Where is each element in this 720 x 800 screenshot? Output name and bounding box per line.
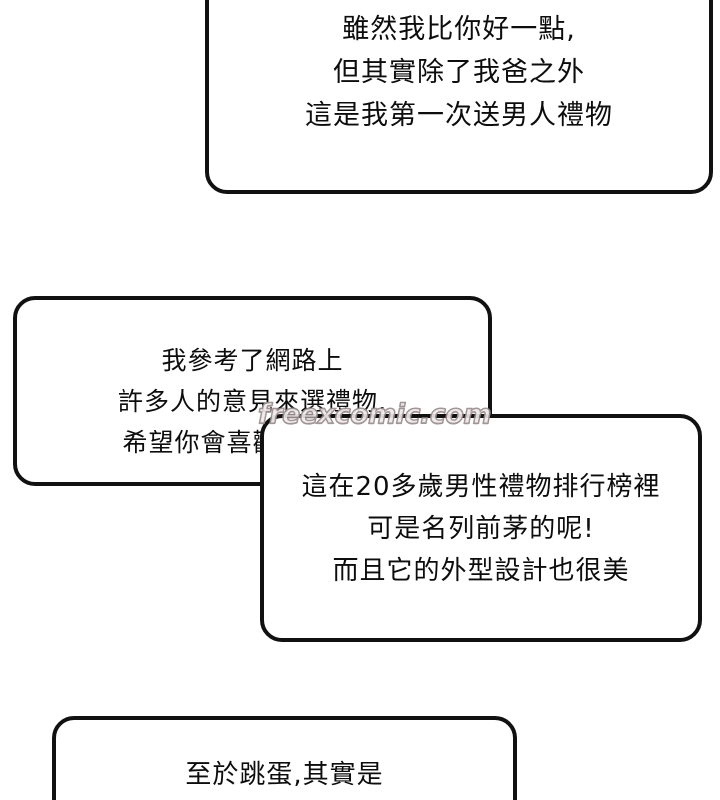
speech-bubble-3: 這在20多歲男性禮物排行榜裡 可是名列前茅的呢! 而且它的外型設計也很美	[260, 414, 702, 642]
speech-line: 雖然我比你好一點,	[342, 14, 576, 45]
speech-line: 可是名列前茅的呢!	[367, 514, 595, 544]
speech-bubble-1-text: 雖然我比你好一點, 但其實除了我爸之外 這是我第一次送男人禮物	[209, 8, 709, 137]
speech-bubble-3-text: 這在20多歲男性禮物排行榜裡 可是名列前茅的呢! 而且它的外型設計也很美	[264, 466, 698, 592]
speech-line: 但其實除了我爸之外	[333, 57, 585, 88]
speech-line: 至於跳蛋,其實是	[185, 760, 384, 790]
speech-line: 這在20多歲男性禮物排行榜裡	[301, 472, 661, 502]
speech-bubble-4-text: 至於跳蛋,其實是	[56, 754, 513, 796]
speech-bubble-1: 雖然我比你好一點, 但其實除了我爸之外 這是我第一次送男人禮物	[205, 0, 713, 194]
speech-bubble-4: 至於跳蛋,其實是	[52, 716, 517, 800]
speech-line: 而且它的外型設計也很美	[332, 556, 630, 586]
speech-line: 我參考了網路上	[161, 346, 344, 375]
speech-line: 這是我第一次送男人禮物	[305, 100, 613, 131]
